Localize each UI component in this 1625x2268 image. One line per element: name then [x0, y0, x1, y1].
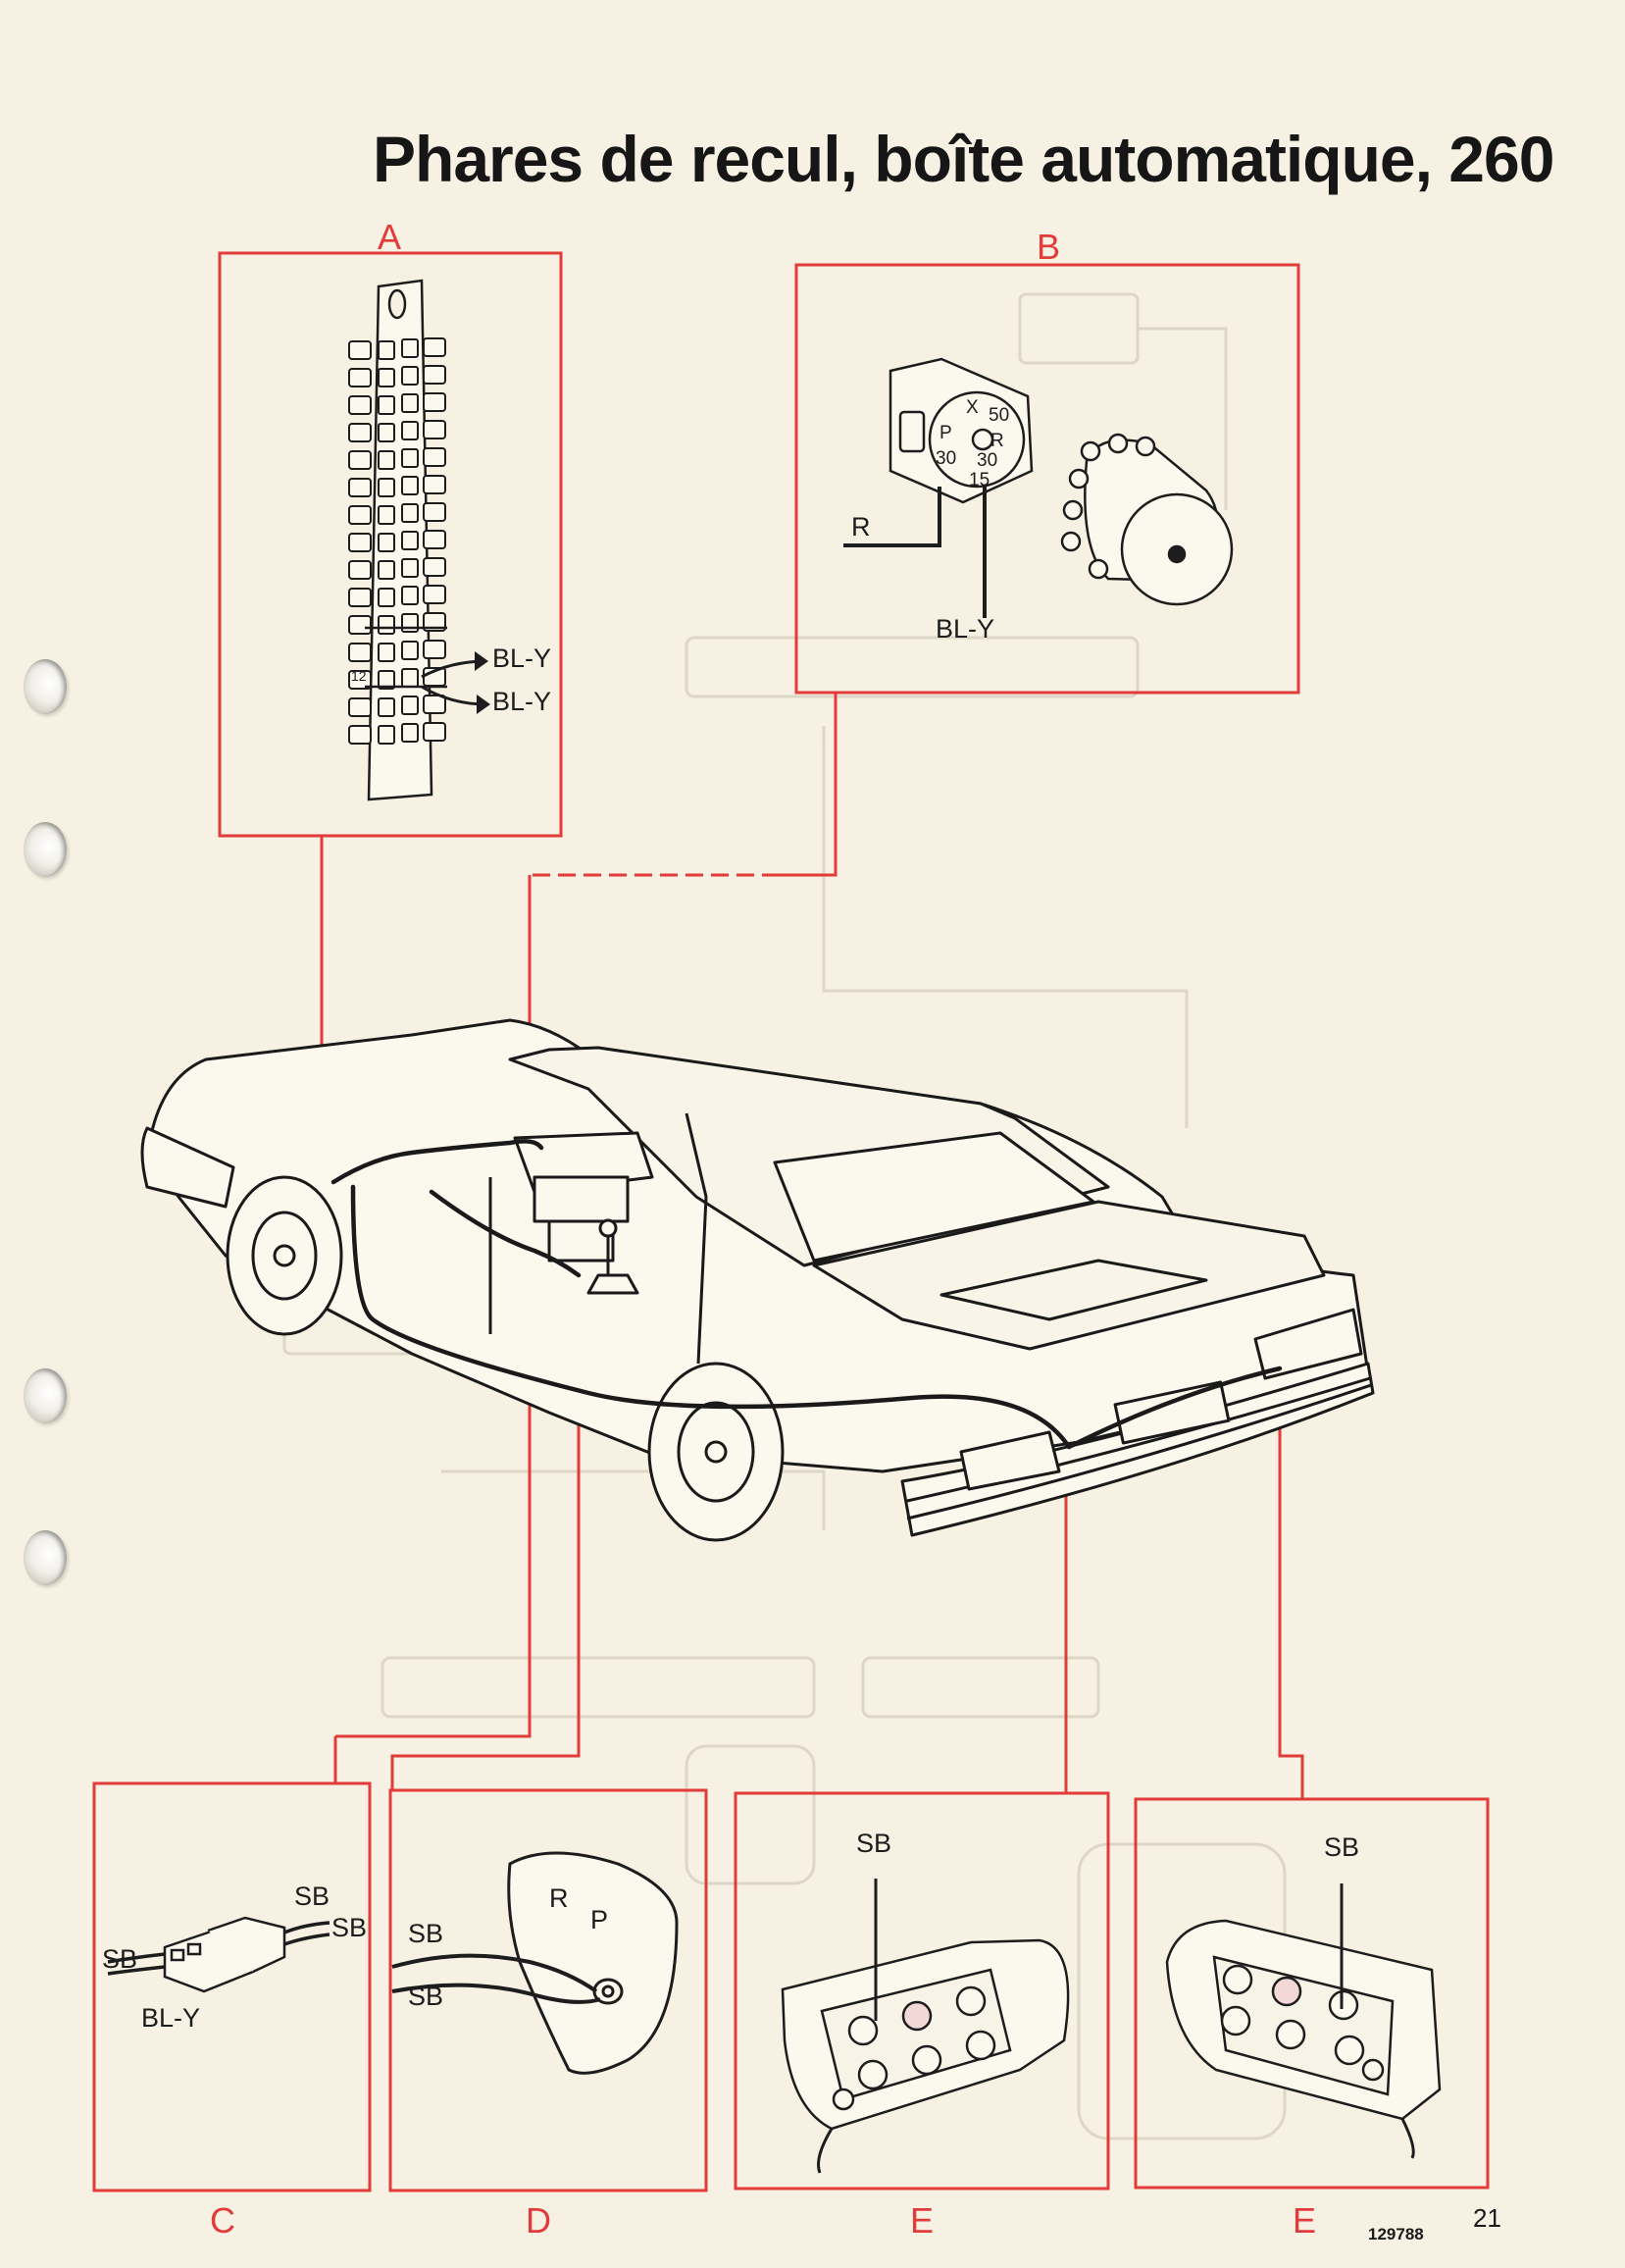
panel-frame-e1: [734, 1791, 1110, 2191]
pin-label-30-left: 30: [936, 448, 957, 469]
wire-label-d-sb-top: SB: [408, 1919, 444, 1948]
connector-block-a: [348, 279, 447, 801]
car-illustration: [140, 1018, 1375, 1542]
panel-c-wires: [107, 1921, 330, 1976]
punch-hole-4: [24, 1530, 67, 1585]
wire-label-c-sb-top: SB: [294, 1881, 330, 1911]
wire-label-e1-sb: SB: [856, 1829, 892, 1858]
panel-frame-a: [218, 251, 563, 838]
panel-letter-e1: E: [910, 2200, 935, 2241]
punch-hole-3: [24, 1368, 67, 1423]
panel-frame-d: [388, 1788, 708, 2192]
selector-label-r: R: [549, 1883, 569, 1913]
panel-letter-b: B: [1037, 227, 1061, 267]
panel-frame-e2: [1134, 1797, 1490, 2190]
panel-letter-e2: E: [1293, 2200, 1317, 2241]
pin-label-50: 50: [989, 405, 1010, 426]
panel-b-wires: [843, 487, 987, 618]
panel-d-wires: [391, 1953, 601, 2004]
connector-c: [163, 1916, 286, 1993]
ignition-switch-body: [1060, 433, 1234, 606]
pin-label-x: X: [966, 397, 979, 418]
pin-label-15: 15: [969, 470, 990, 490]
panel-letter-a: A: [378, 217, 402, 257]
bleed-through-graphics: [282, 292, 1287, 2140]
leader-e2: [1278, 1383, 1304, 1799]
pin-number-a: 12: [351, 668, 367, 684]
gear-selector: [586, 1231, 639, 1295]
panel-e1-wires: [817, 1879, 878, 2174]
wire-label-b-r: R: [851, 512, 871, 541]
panel-frame-c: [92, 1781, 372, 2192]
figure-code: 129788: [1368, 2225, 1424, 2243]
pin-label-30-right: 30: [977, 450, 998, 471]
wire-label-c-bly: BL-Y: [141, 2003, 201, 2033]
ignition-switch-connector: [889, 357, 1034, 504]
wire-label-d-sb-bottom: SB: [408, 1982, 444, 2011]
wire-label-e2-sb: SB: [1324, 1832, 1360, 1862]
leader-b: [780, 693, 838, 877]
tail-light-housing-e1: [781, 1938, 1070, 2131]
console-panel: [533, 1175, 630, 1223]
wire-label-b-bly: BL-Y: [936, 614, 995, 644]
trunk-lid: [812, 1200, 1326, 1351]
wire-label-c-sb-left: SB: [102, 1944, 138, 1974]
panel-a-arrows: [475, 651, 490, 714]
front-bumper: [140, 1126, 235, 1209]
panel-letter-d: D: [526, 2200, 551, 2241]
wiring-harness: [330, 1139, 1283, 1450]
panel-e2-wires: [1340, 1883, 1415, 2159]
page-title: Phares de recul, boîte automatique, 260: [373, 123, 1554, 196]
leader-d: [390, 1300, 581, 1790]
panel-frames: [92, 251, 1490, 2192]
b-pillar: [685, 1112, 708, 1365]
pin-label-p: P: [939, 423, 952, 443]
trunk-panel: [939, 1259, 1208, 1321]
page-number: 21: [1473, 2203, 1501, 2233]
tail-light-left: [959, 1430, 1061, 1491]
connector-tabs: [348, 337, 446, 745]
wire-label-a-1: BL-Y: [492, 644, 552, 673]
selector-label-p: P: [590, 1905, 609, 1934]
pin-label-r: R: [990, 431, 1004, 451]
tail-light-right: [1253, 1308, 1363, 1380]
wire-label-c-sb-right: SB: [331, 1913, 368, 1942]
panel-frame-b: [794, 263, 1300, 695]
tail-light-housing-e2: [1165, 1919, 1442, 2121]
panel-letter-c: C: [210, 2200, 235, 2241]
wire-label-a-2: BL-Y: [492, 687, 552, 716]
punch-hole-2: [24, 822, 67, 877]
punch-hole-1: [24, 659, 67, 714]
